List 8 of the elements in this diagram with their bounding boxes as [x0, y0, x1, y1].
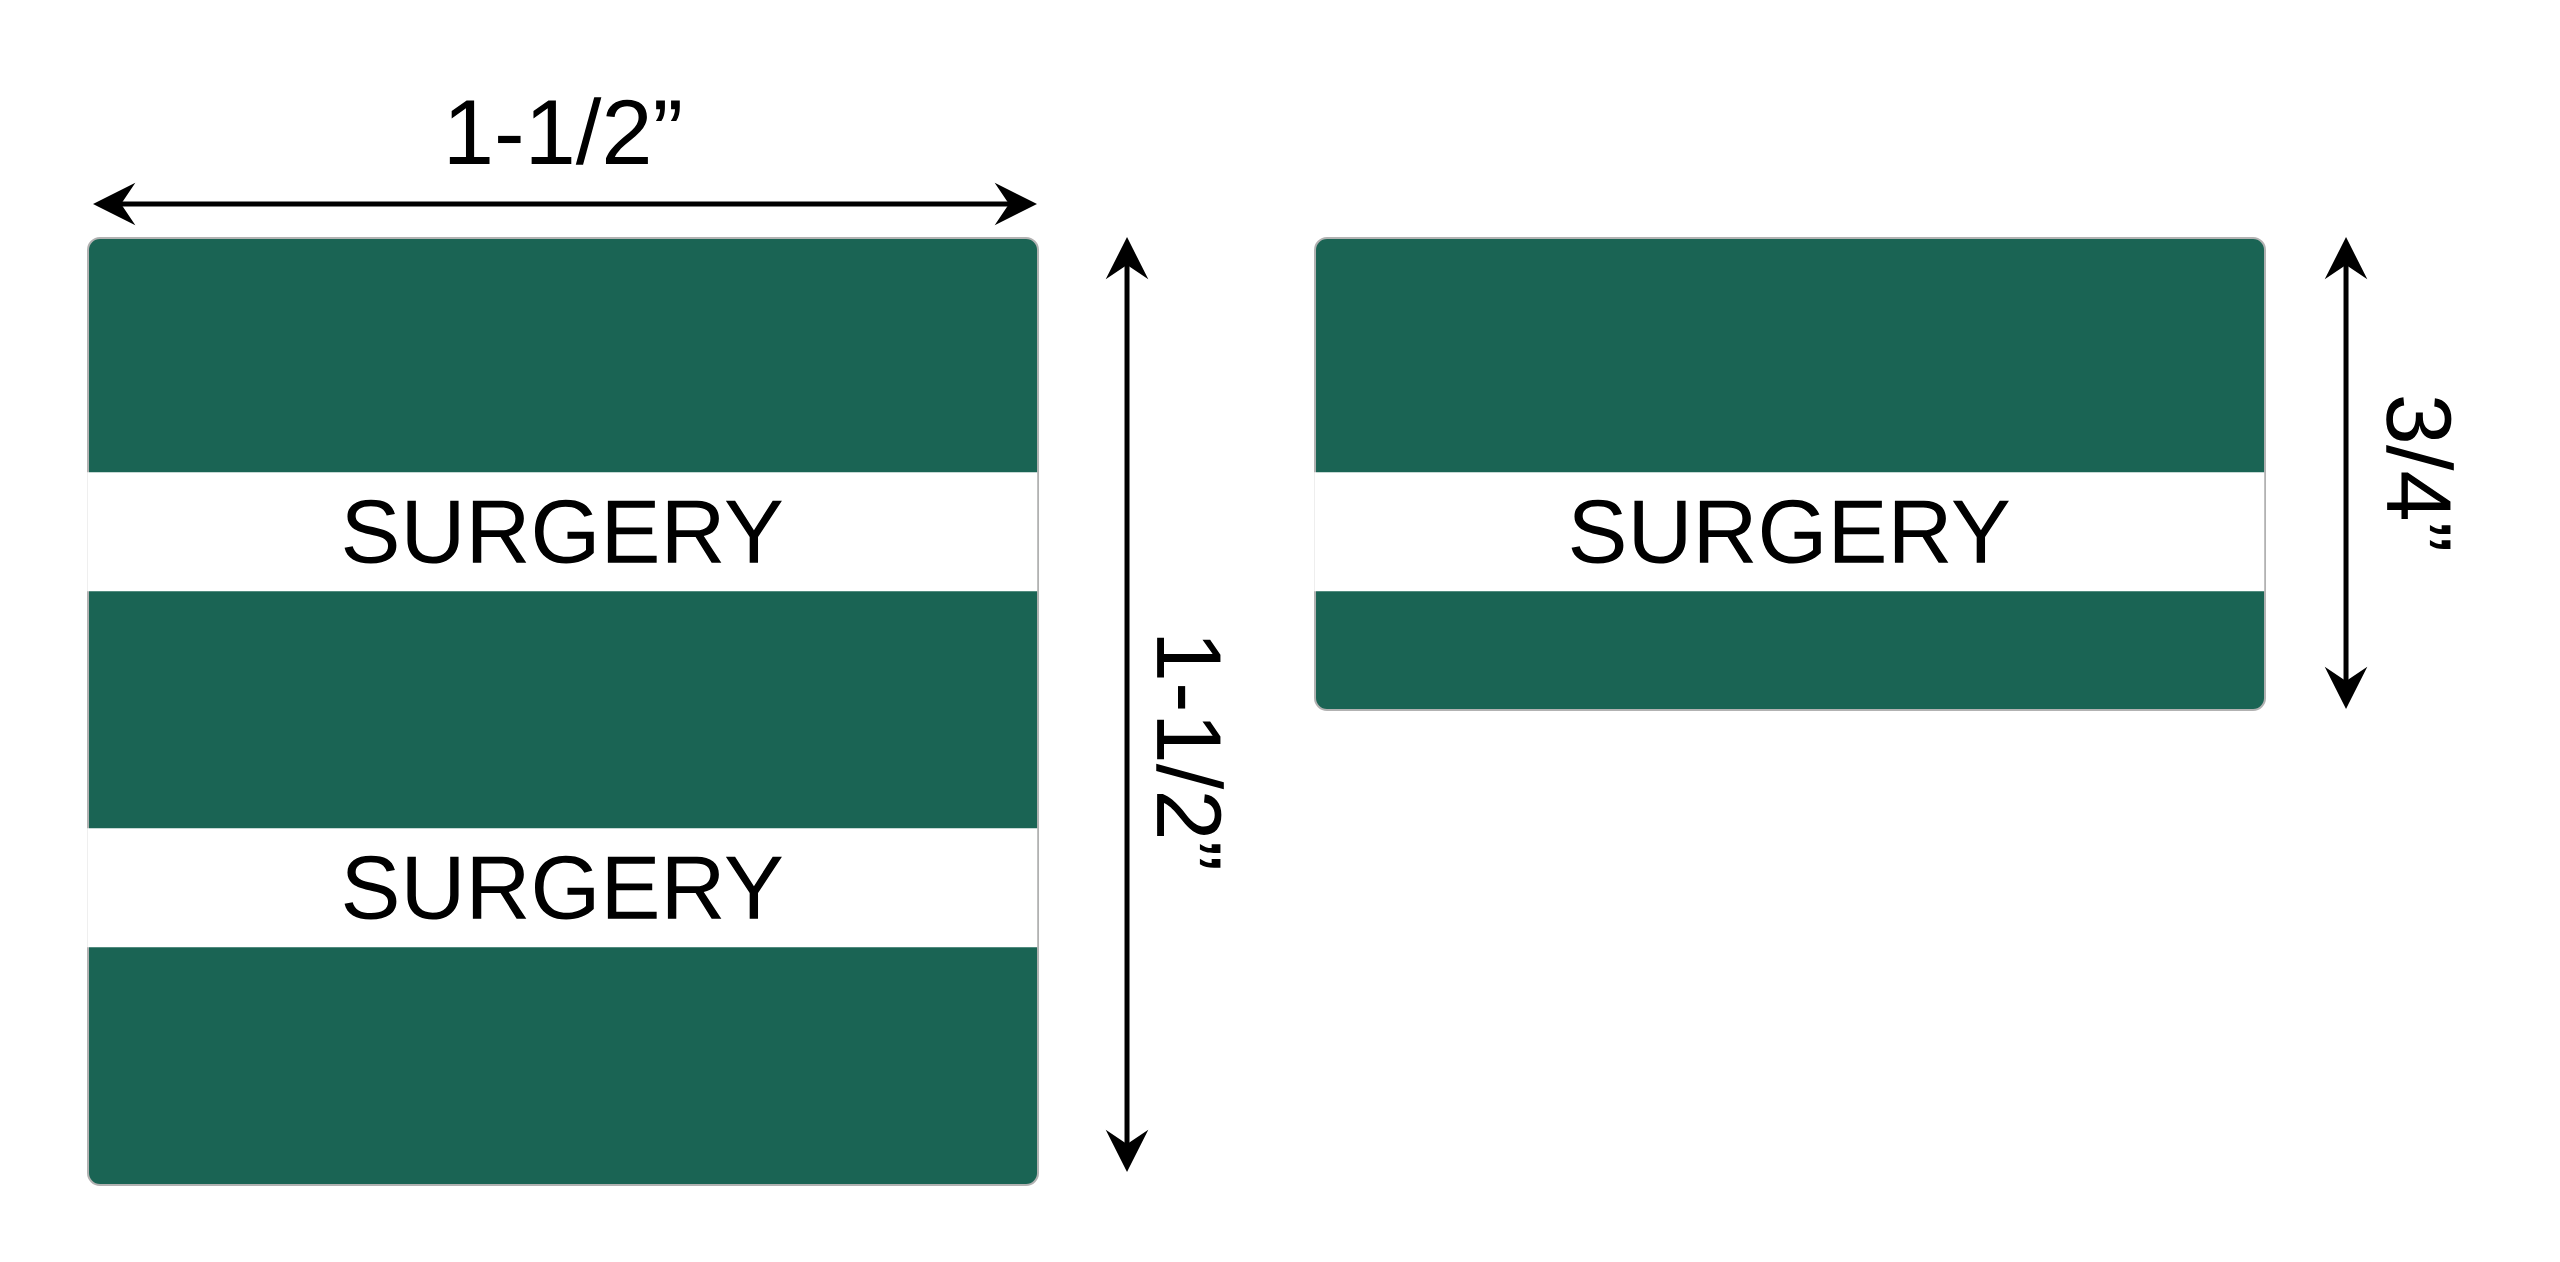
dimension-label: 3/4” [2386, 397, 2454, 549]
node-label: SURGERY [344, 499, 782, 564]
dimension-label: 1-1/2” [1156, 637, 1224, 868]
dimension-label: 1-1/2” [449, 97, 680, 165]
label-band: SURGERY [87, 828, 1038, 948]
label-band: SURGERY [87, 472, 1038, 592]
node-label: SURGERY [344, 855, 782, 920]
label-band: SURGERY [1314, 472, 2265, 592]
